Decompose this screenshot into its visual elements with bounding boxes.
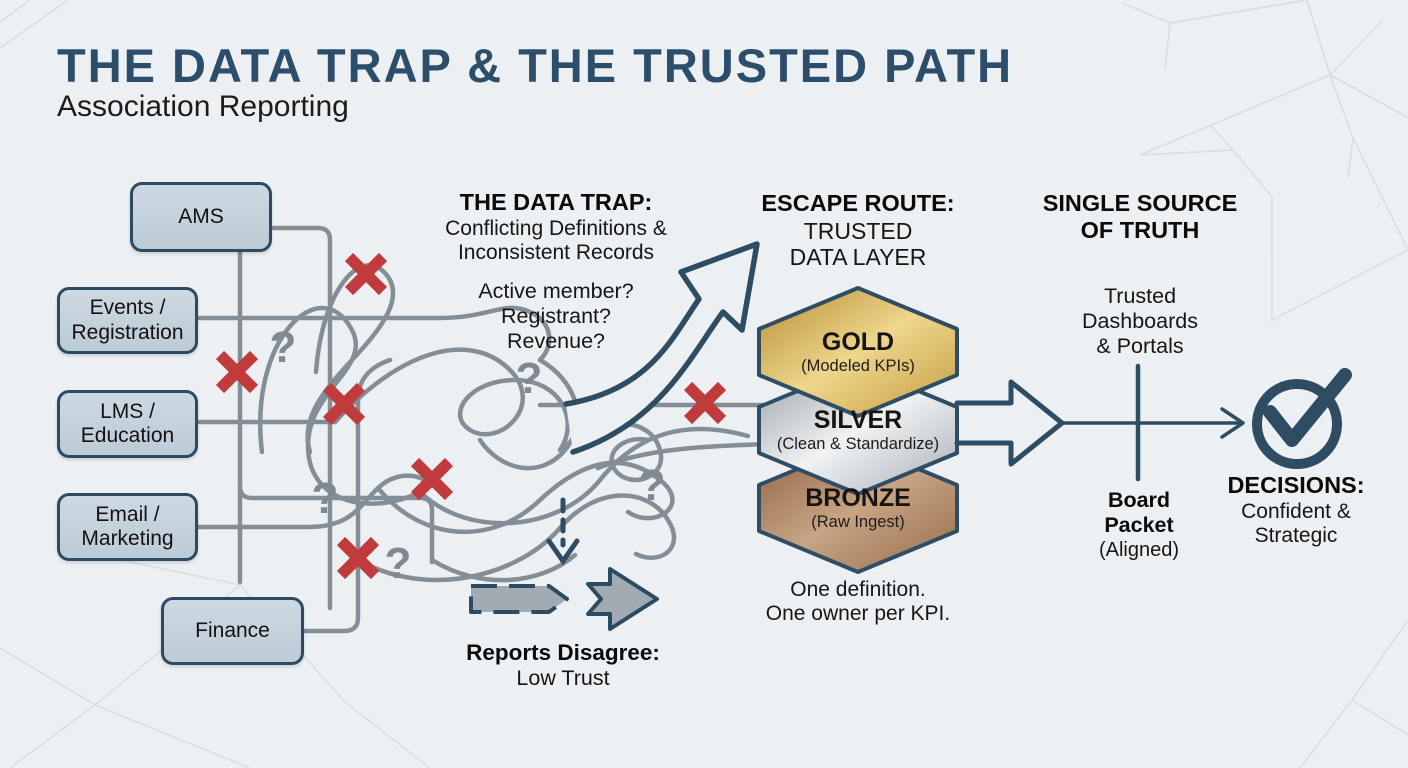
data-trap-question: Active member? xyxy=(478,279,634,303)
error-x-icon xyxy=(215,350,259,394)
source-label: AMS xyxy=(178,204,224,228)
data-trap-description: Conflicting Definitions & xyxy=(445,217,667,240)
question-mark-icon: ? xyxy=(270,323,297,372)
source-label: Events / Registration xyxy=(71,296,184,344)
decisions-line: Strategic xyxy=(1254,524,1338,547)
gold-layer-name: GOLD xyxy=(821,328,895,356)
source-label: LMS / Education xyxy=(80,399,175,447)
decisions-line: Confident & xyxy=(1241,500,1351,523)
question-mark-icon: ? xyxy=(516,354,543,403)
connector-finance xyxy=(302,357,393,634)
escape-route-line: TRUSTED xyxy=(803,218,913,244)
dashboards-label: & Portals xyxy=(1096,334,1184,358)
page-title: THE DATA TRAP & THE TRUSTED PATH xyxy=(57,39,1014,92)
dashboards-label: Dashboards xyxy=(1082,309,1198,333)
page-subtitle: Association Reporting xyxy=(57,90,349,123)
question-mark-icons: ? ? ? ? ? xyxy=(270,323,666,588)
connector-events xyxy=(195,305,552,363)
source-label: Finance xyxy=(195,618,270,642)
single-source-heading: OF TRUTH xyxy=(1080,217,1200,243)
escape-arrow-icon xyxy=(563,241,760,455)
source-box-ams: AMS xyxy=(130,182,272,252)
data-trap-question: Revenue? xyxy=(506,329,606,353)
error-x-icons xyxy=(215,252,727,580)
single-source-heading: SINGLE SOURCE xyxy=(1042,190,1238,216)
bronze-hexagon xyxy=(757,442,959,574)
silver-hexagon xyxy=(757,364,959,496)
governance-note: One definition. xyxy=(790,578,926,601)
error-x-icon xyxy=(410,457,454,501)
down-arrow-icon xyxy=(546,497,580,566)
board-packet-label: Packet xyxy=(1104,513,1174,537)
connector-ams-right xyxy=(269,225,333,611)
error-x-icon xyxy=(344,252,388,296)
silver-layer-subtitle: (Clean & Standardize) xyxy=(776,435,940,453)
escape-route-heading: ESCAPE ROUTE: xyxy=(761,190,955,216)
source-label: Email / Marketing xyxy=(81,502,174,550)
escape-route-line: DATA LAYER xyxy=(789,244,927,270)
data-trap-heading: THE DATA TRAP: xyxy=(459,189,653,215)
reports-disagree-subheading: Low Trust xyxy=(516,666,610,690)
decisions-heading: DECISIONS: xyxy=(1227,472,1365,498)
data-trap-question: Registrant? xyxy=(501,304,611,328)
error-x-icon xyxy=(322,382,366,426)
trusted-layer-hexagons xyxy=(757,286,959,574)
checkmark-icon xyxy=(1252,368,1352,469)
tangle-lines xyxy=(195,225,803,634)
source-box-email-marketing: Email / Marketing xyxy=(57,493,198,561)
reports-disagree-heading: Reports Disagree: xyxy=(466,640,660,665)
bronze-layer-name: BRONZE xyxy=(805,484,911,512)
governance-note: One owner per KPI. xyxy=(765,602,951,625)
data-trap-description: Inconsistent Records xyxy=(457,241,655,264)
flow-arrowhead xyxy=(1220,407,1245,439)
question-mark-icon: ? xyxy=(639,461,666,510)
board-packet-label: Board xyxy=(1107,488,1171,512)
question-mark-icon: ? xyxy=(385,539,412,588)
flow-arrow-icon xyxy=(954,363,1245,482)
source-box-finance: Finance xyxy=(161,597,304,665)
connector-email xyxy=(195,473,428,530)
error-x-icon xyxy=(683,381,727,425)
error-x-icon xyxy=(336,536,380,580)
bronze-layer-subtitle: (Raw Ingest) xyxy=(811,513,905,531)
board-packet-label: (Aligned) xyxy=(1098,539,1180,561)
source-box-events-registration: Events / Registration xyxy=(57,287,198,354)
question-mark-icon: ? xyxy=(312,474,339,523)
silver-layer-name: SILVER xyxy=(813,406,903,434)
source-box-lms-education: LMS / Education xyxy=(57,390,198,458)
gold-hexagon xyxy=(757,286,959,418)
gold-layer-subtitle: (Modeled KPIs) xyxy=(801,357,915,375)
dashboards-label: Trusted xyxy=(1103,284,1177,308)
broken-arrow-icon xyxy=(469,567,659,631)
